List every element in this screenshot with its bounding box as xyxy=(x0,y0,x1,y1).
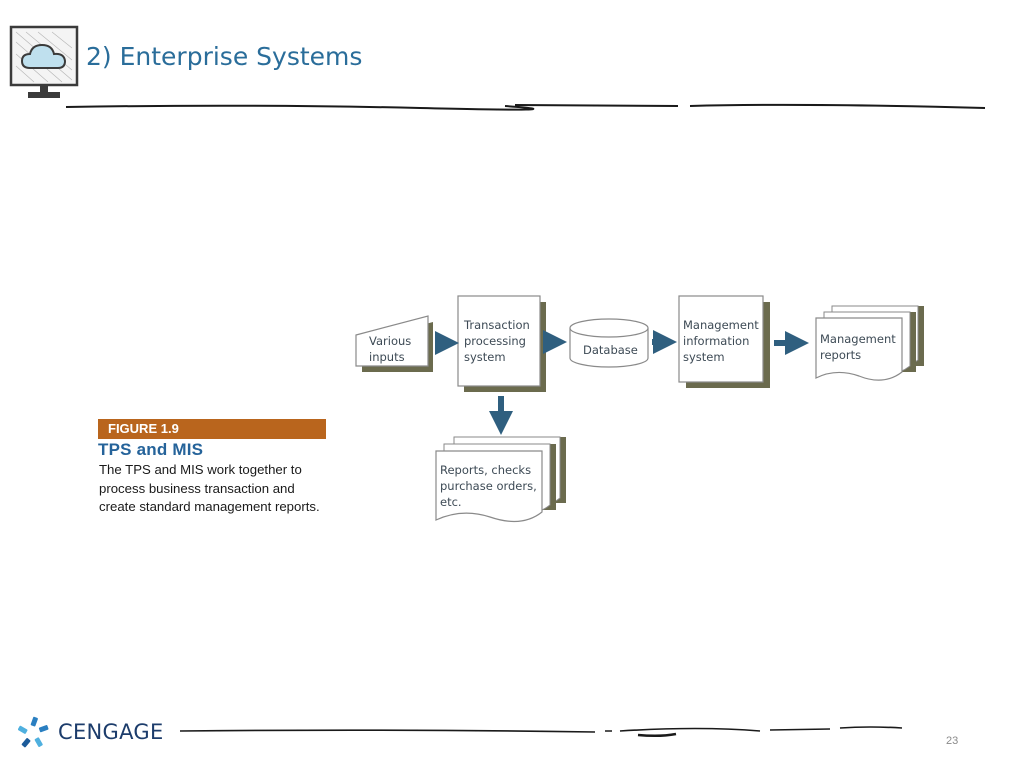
tps-label: Transaction processing system xyxy=(464,317,530,365)
tps-reports-label: Reports, checks purchase orders, etc. xyxy=(440,462,537,510)
mis-label: Management information system xyxy=(683,317,759,365)
tps-reports-line-2: purchase orders, xyxy=(440,479,537,493)
tps-line-1: Transaction xyxy=(464,318,530,332)
mis-line-3: system xyxy=(683,350,725,364)
page-number: 23 xyxy=(946,735,959,747)
figure-badge: FIGURE 1.9 xyxy=(98,419,326,439)
mis-line-1: Management xyxy=(683,318,759,332)
tps-reports-line-1: Reports, checks xyxy=(440,463,532,477)
cengage-brand: CENGAGE xyxy=(58,720,164,744)
slide-title: 2) Enterprise Systems xyxy=(86,42,363,71)
tps-line-2: processing xyxy=(464,334,526,348)
management-reports-label: Management reports xyxy=(820,331,896,363)
tps-line-3: system xyxy=(464,350,506,364)
database-label: Database xyxy=(583,343,638,357)
tps-reports-line-3: etc. xyxy=(440,495,462,509)
inputs-line-2: inputs xyxy=(369,350,405,364)
figure-description: The TPS and MIS work together to process… xyxy=(99,462,320,514)
various-inputs-label: Various inputs xyxy=(369,333,411,365)
mis-line-2: information xyxy=(683,334,750,348)
mgmt-reports-line-2: reports xyxy=(820,348,862,362)
cloud-monitor-icon xyxy=(9,25,79,98)
mgmt-reports-line-1: Management xyxy=(820,332,896,346)
figure-number: 1.9 xyxy=(160,421,179,436)
inputs-line-1: Various xyxy=(369,334,412,348)
figure-title: TPS and MIS xyxy=(98,440,204,459)
figure-label: FIGURE xyxy=(108,421,158,436)
cengage-logo-icon xyxy=(18,716,49,748)
